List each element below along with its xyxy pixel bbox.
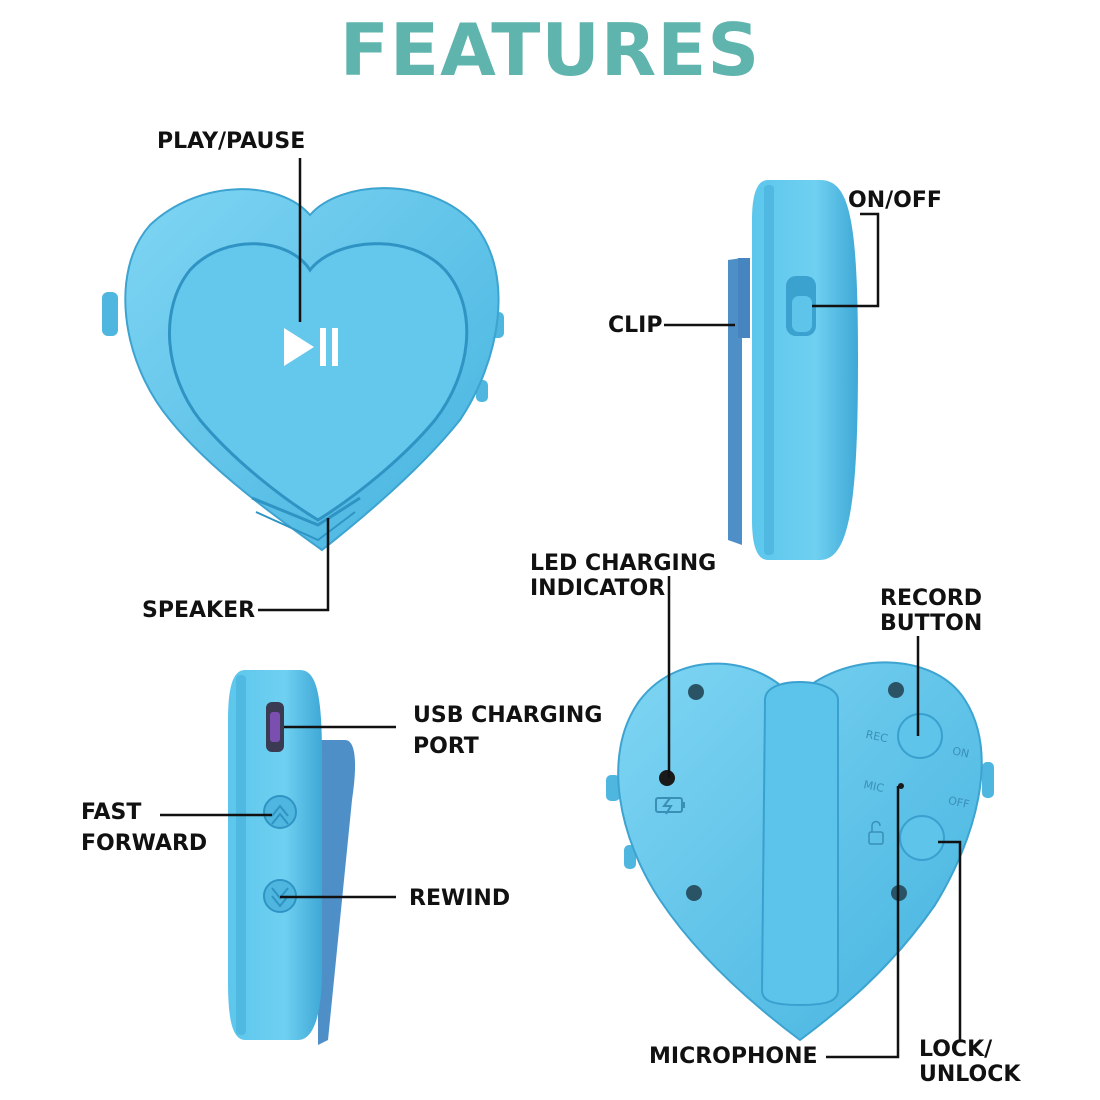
lock-icon <box>868 820 884 845</box>
label-rewind: REWIND <box>409 886 511 911</box>
label-led-charging-line1: LED CHARGING <box>530 551 717 576</box>
marking-on: ON <box>951 744 970 760</box>
side-button-left <box>102 292 118 336</box>
clip-bottom <box>318 740 356 1045</box>
leader-lock <box>938 840 962 1040</box>
marking-off: OFF <box>947 794 971 811</box>
marking-mic: MIC <box>862 778 885 795</box>
label-fast-forward-line2: FORWARD <box>81 831 208 856</box>
speaker-grille <box>251 496 361 527</box>
leader-lines <box>160 158 962 1059</box>
record-button <box>897 713 943 759</box>
side-body-top <box>752 180 858 560</box>
label-usb-line1: USB CHARGING <box>413 703 603 728</box>
marking-rec: REC <box>864 728 889 745</box>
side-view-device-bottom <box>228 670 356 1045</box>
chevron-up-icon <box>271 804 289 825</box>
label-lock-unlock: LOCK/ UNLOCK <box>919 1037 1020 1087</box>
fast-forward-button <box>263 795 297 829</box>
microphone-hole <box>898 783 904 789</box>
label-on-off: ON/OFF <box>848 188 942 213</box>
screw-bottom-left <box>686 885 702 901</box>
label-fast-forward: FAST FORWARD <box>81 797 207 859</box>
play-pause-icon <box>284 328 338 366</box>
screw-top-right <box>888 682 904 698</box>
battery-charging-icon <box>655 797 685 815</box>
label-usb-line2: PORT <box>413 734 479 759</box>
label-led-charging-line2: INDICATOR <box>530 576 666 601</box>
belt-clip <box>760 680 839 1007</box>
side-body-bottom <box>228 670 322 1040</box>
back-view-device: REC ON MIC OFF <box>606 661 994 1042</box>
label-fast-forward-line1: FAST <box>81 800 142 825</box>
label-record-line1: RECORD <box>880 586 983 611</box>
label-play-pause: PLAY/PAUSE <box>157 129 306 154</box>
label-microphone: MICROPHONE <box>649 1044 818 1069</box>
led-indicator <box>659 770 675 786</box>
side-view-device-top <box>728 180 858 560</box>
screw-top-left <box>688 684 704 700</box>
lock-switch <box>899 815 945 861</box>
label-lock-line1: LOCK/ <box>919 1037 993 1062</box>
page-title: FEATURES <box>339 8 761 92</box>
label-usb-charging-port: USB CHARGING PORT <box>413 700 602 762</box>
label-clip: CLIP <box>608 313 663 338</box>
heart-front-panel <box>167 242 469 522</box>
leader-microphone <box>826 786 900 1059</box>
label-record-button: RECORD BUTTON <box>880 586 982 636</box>
label-speaker: SPEAKER <box>142 598 256 623</box>
front-view-device <box>102 187 504 552</box>
label-led-charging: LED CHARGING INDICATOR <box>530 551 716 601</box>
label-record-line2: BUTTON <box>880 611 983 636</box>
leader-speaker <box>258 518 330 612</box>
leader-on-off <box>812 212 880 308</box>
label-lock-line2: UNLOCK <box>919 1062 1021 1087</box>
